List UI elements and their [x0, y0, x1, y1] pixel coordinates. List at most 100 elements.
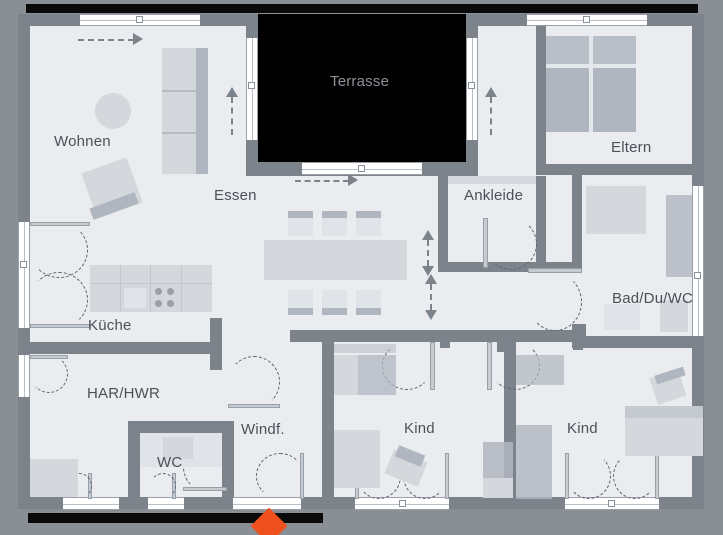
window-knob: [694, 272, 701, 279]
wall-eltern-bottom: [536, 164, 704, 175]
room-label-wohnen: Wohnen: [54, 133, 111, 150]
window-knob: [399, 500, 406, 507]
furniture-kind1-top-strip: [334, 344, 396, 353]
shelf-divider-1: [162, 90, 196, 92]
hob-burner-2: [167, 288, 174, 295]
kitchen-unit-div-1: [120, 265, 121, 312]
wall-corridor-top-right: [450, 330, 582, 342]
bed-head-line: [546, 64, 636, 68]
furniture-shower: [666, 195, 692, 277]
flow-arrow-terrace-left-head: [226, 87, 238, 97]
furniture-chair-bottom-2-back: [322, 308, 347, 315]
wall-eltern-ankleide: [536, 26, 546, 174]
furniture-pillow-left: [546, 36, 589, 64]
wall-bad-left: [572, 175, 582, 273]
kitchen-unit-div-3: [181, 265, 182, 312]
wall-wc-top: [128, 421, 234, 433]
terrace-area: [258, 14, 466, 162]
room-label-essen: Essen: [214, 187, 257, 204]
furniture-wardrobe-ankleide: [448, 176, 536, 184]
window-knob: [248, 82, 255, 89]
wall-nub-corridor: [573, 330, 583, 350]
room-label-windfang: Windf.: [241, 421, 285, 438]
room-label-bad: Bad/Du/WC: [612, 290, 693, 307]
window-knob: [20, 261, 27, 268]
door-swing-kind2-bottom-left: [567, 453, 611, 499]
wall-corridor-top: [290, 330, 450, 342]
terrace-door-left[interactable]: [246, 38, 258, 140]
furniture-round-table: [95, 93, 131, 129]
furniture-kind2-bed: [625, 406, 703, 456]
furniture-shelf-side: [196, 48, 208, 174]
flow-arrow-essen-head: [348, 174, 358, 186]
wall-bad-bottom: [572, 336, 704, 348]
furniture-bad-wc: [660, 300, 688, 332]
outer-edge-bottom: [28, 513, 323, 523]
hob-burner-1: [155, 288, 162, 295]
furniture-chair-top-3-back: [356, 211, 381, 218]
flow-arrow-terrace-right-line: [490, 97, 492, 135]
door-swing-kueche-lower: [30, 272, 88, 328]
flow-arrow-ankleide-line: [427, 240, 429, 266]
window-kueche-left[interactable]: [18, 222, 30, 328]
window-wc-bottom[interactable]: [148, 497, 184, 510]
furniture-shelf-unit: [162, 48, 196, 174]
window-knob: [136, 16, 143, 23]
flow-arrow-corridor-line: [430, 284, 432, 310]
furniture-kind1-wardrobe: [334, 430, 380, 488]
room-label-kind1: Kind: [404, 420, 435, 437]
window-knob: [608, 500, 615, 507]
door-swing-kueche-upper: [30, 222, 88, 278]
furniture-bad-sink: [604, 304, 640, 330]
door-swing-windfang-entry: [256, 453, 304, 499]
entrance-marker: [250, 507, 288, 535]
furniture-chair-bottom-1-back: [288, 308, 313, 315]
room-label-kueche: Küche: [88, 317, 132, 334]
hob-burner-3: [155, 300, 162, 307]
window-har-left[interactable]: [18, 355, 30, 397]
furniture-kind2-bed-head: [625, 406, 703, 418]
door-swing-ankleide: [485, 218, 537, 270]
wall-kind1-left: [322, 342, 334, 509]
flow-arrow-ankleide-head-down: [422, 266, 434, 276]
room-label-terrasse: Terrasse: [330, 73, 390, 90]
window-knob: [358, 165, 365, 172]
furniture-chair-top-2-back: [322, 211, 347, 218]
room-label-wc: WC: [157, 454, 183, 471]
door-swing-har-left: [30, 355, 68, 393]
door-swing-bad: [528, 273, 582, 331]
terrace-door-right[interactable]: [466, 38, 478, 140]
kitchen-counter-line: [90, 283, 212, 284]
furniture-kind2-cupboard: [516, 425, 552, 499]
flow-arrow-essen-line: [295, 180, 349, 182]
window-bad-right[interactable]: [692, 186, 704, 336]
wall-wc-left: [128, 421, 140, 509]
window-knob: [583, 16, 590, 23]
room-label-ankleide: Ankleide: [464, 187, 524, 204]
wall-kueche-bottom: [18, 342, 222, 354]
door-swing-har-bottom: [66, 473, 92, 499]
room-label-har: HAR/HWR: [87, 385, 161, 402]
window-knob: [468, 82, 475, 89]
door-swing-windfang-har: [228, 356, 280, 408]
furniture-corridor-cupboard-lower: [483, 478, 513, 498]
furniture-dining-table: [264, 240, 407, 280]
flow-arrow-corridor-head-down: [425, 310, 437, 320]
door-leaf-bad[interactable]: [528, 268, 582, 273]
door-swing-kind2-bottom-right: [613, 453, 657, 499]
hob-burner-4: [167, 300, 174, 307]
flow-arrow-corridor-head-up: [425, 274, 437, 284]
furniture-pillow-right: [593, 36, 636, 64]
room-label-kind2: Kind: [567, 420, 598, 437]
flow-arrow-terrace-right-head: [485, 87, 497, 97]
flow-arrow-wohnen-head: [133, 33, 143, 45]
furniture-kind2-shelf: [516, 355, 564, 385]
furniture-chair-bottom-3-back: [356, 308, 381, 315]
room-label-eltern: Eltern: [611, 139, 652, 156]
furniture-kitchen-sink: [124, 288, 146, 308]
furniture-kitchen-counter: [90, 265, 212, 312]
wall-nub-kind-left: [440, 330, 450, 348]
flow-arrow-wohnen-line: [78, 39, 134, 41]
kitchen-unit-div-2: [150, 265, 151, 312]
